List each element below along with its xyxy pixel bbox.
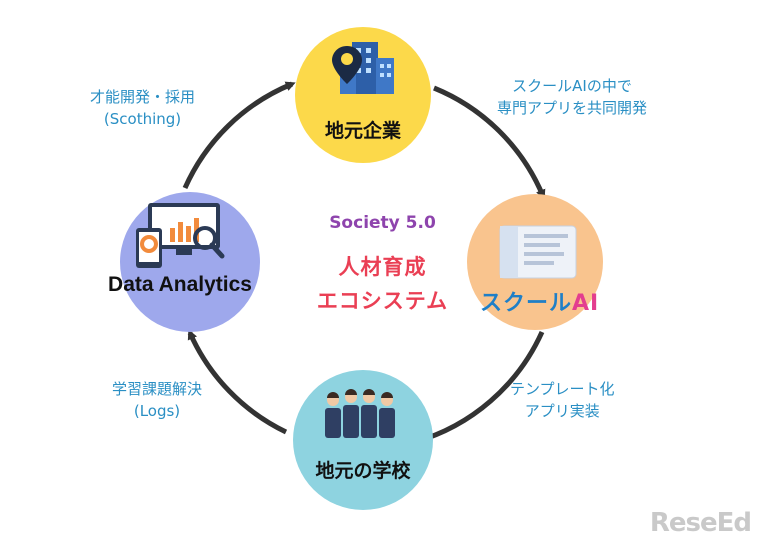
students-icon [325,389,395,438]
node-local-school [293,370,433,510]
school-ai-title: スクールAI [480,285,599,317]
label-top-left-line1: 才能開発・採用 [90,88,196,106]
data-analytics-title: Data Analytics [108,273,252,296]
center-main-line2: エコシステム [316,289,449,313]
local-school-title: 地元の学校 [315,460,411,482]
label-bottom-left-line1: 学習課題解決 [112,380,203,398]
label-bottom-right-line2: アプリ実装 [524,402,600,420]
resed-watermark-logo: ReseEd [649,508,752,538]
school-ai-title-prefix: スクール [480,291,573,316]
label-top-right-line2: 専門アプリを共同開発 [497,99,648,117]
school-ai-title-suffix: AI [572,291,600,316]
arrow-business-to-schoolai [433,85,546,200]
label-bottom-right: テンプレート化 アプリ実装 [510,378,615,422]
label-top-right: スクールAIの中で 専門アプリを共同開発 [497,75,647,119]
building-icon [332,42,394,94]
label-bottom-left: 学習課題解決 (Logs) [112,378,202,422]
center-subtitle: Society 5.0 [329,213,436,233]
center-main-line1: 人材育成 [338,255,427,279]
label-bottom-right-line1: テンプレート化 [510,380,615,398]
app-screen-icon [499,225,577,279]
local-business-title: 地元企業 [324,120,402,142]
arrow-school-to-analytics [187,329,288,435]
arrow-schoolai-to-school [411,330,545,446]
label-top-right-line1: スクールAIの中で [512,77,632,95]
node-local-business [295,27,431,163]
label-bottom-left-line2: (Logs) [133,402,181,420]
label-top-left-line2: (Scothing) [103,110,182,128]
dashboard-icon [136,203,225,268]
arrow-analytics-to-business [182,81,296,190]
label-top-left: 才能開発・採用 (Scothing) [90,86,195,130]
